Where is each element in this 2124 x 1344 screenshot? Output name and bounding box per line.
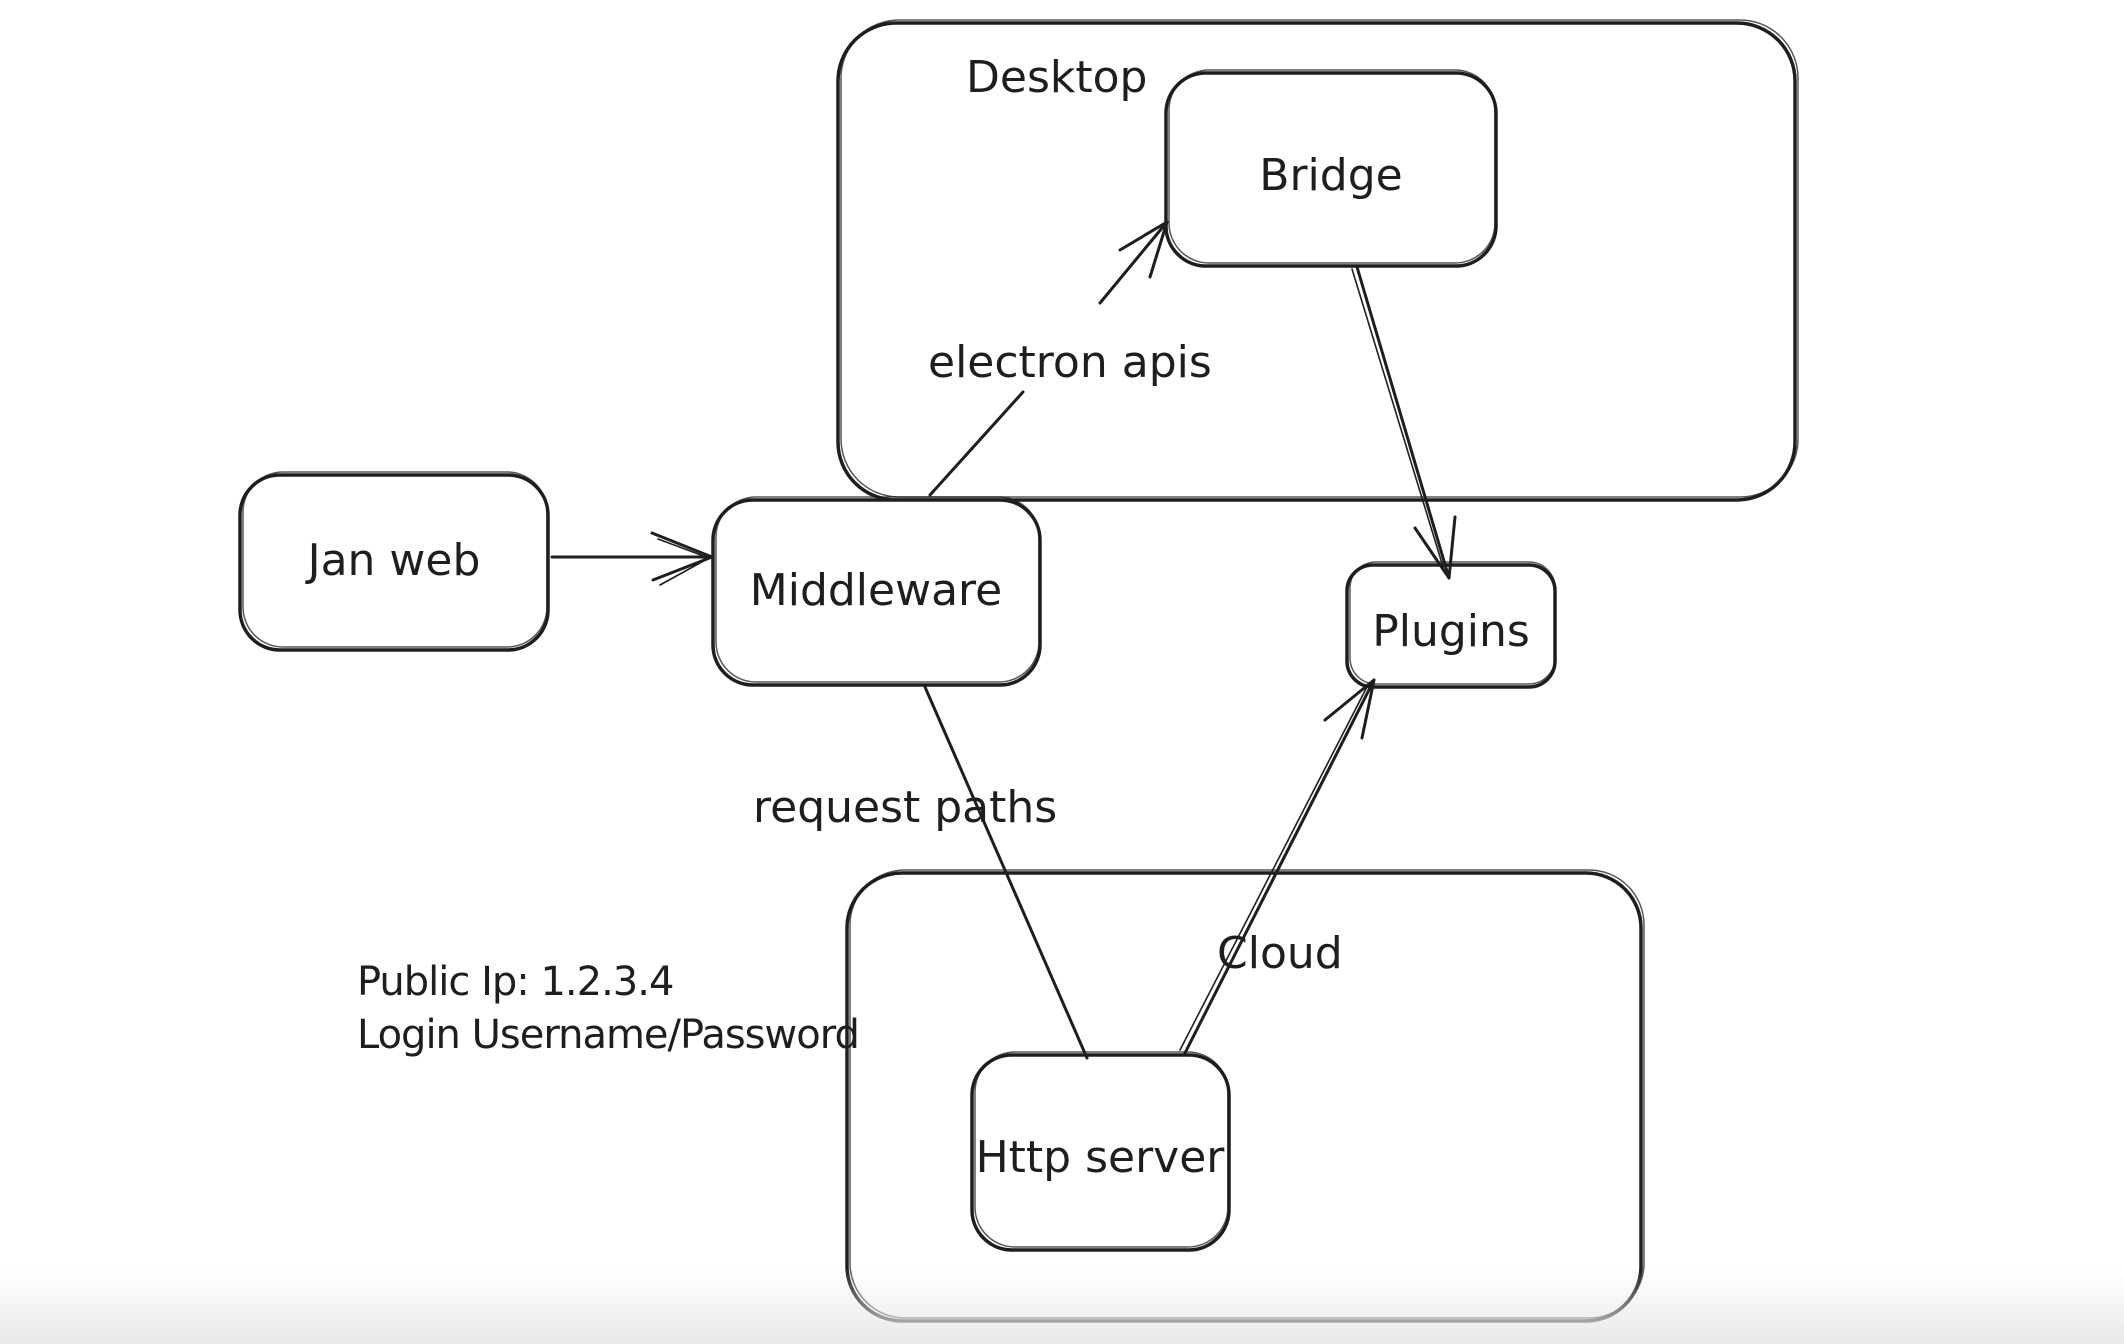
edge-label-electron-apis: electron apis — [928, 337, 1212, 388]
middleware-sketch-echo — [715, 496, 1040, 683]
edge-http-server-to-plugins-line-echo — [1179, 682, 1370, 1051]
edge-http-server-to-plugins-arrowhead — [1323, 678, 1376, 740]
plugins-sketch-echo — [1349, 561, 1556, 685]
node-jan-web[interactable] — [238, 471, 550, 652]
edge-jan-web-to-middleware[interactable] — [550, 531, 714, 586]
edge-bridge-to-plugins[interactable] — [1351, 265, 1457, 580]
edge-middleware-to-bridge-line-lower[interactable] — [928, 390, 1025, 497]
http-server-shape[interactable] — [970, 1053, 1231, 1252]
edge-middleware-to-bridge-arrowhead — [1118, 220, 1169, 279]
edge-middleware-to-http-server-line[interactable] — [923, 685, 1089, 1060]
middleware-label: Middleware — [750, 565, 1002, 616]
jan-web-label: Jan web — [305, 535, 481, 586]
edge-jan-web-to-middleware-arrowhead-echo — [657, 538, 710, 586]
jan-web-shape[interactable] — [238, 473, 550, 652]
bridge-shape[interactable] — [1164, 71, 1498, 268]
bridge-label: Bridge — [1259, 150, 1402, 201]
edge-middleware-to-bridge[interactable] — [928, 220, 1169, 497]
node-bridge[interactable] — [1164, 69, 1498, 268]
edge-http-server-to-plugins-line[interactable] — [1183, 678, 1376, 1055]
node-middleware[interactable] — [711, 496, 1042, 687]
bridge-sketch-echo — [1168, 69, 1496, 264]
desktop-container-sketch-echo — [840, 19, 1799, 498]
annotation-login: Login Username/Password — [357, 1012, 859, 1058]
middleware-shape[interactable] — [711, 498, 1042, 687]
desktop-container-label: Desktop — [966, 52, 1147, 103]
edge-bridge-to-plugins-line-echo — [1351, 268, 1445, 571]
plugins-label: Plugins — [1372, 606, 1530, 657]
http-server-sketch-echo — [974, 1051, 1229, 1248]
edge-label-request-paths: request paths — [753, 782, 1057, 833]
jan-web-sketch-echo — [242, 471, 548, 648]
edge-bridge-to-plugins-arrowhead — [1413, 515, 1457, 580]
cloud-container-label: Cloud — [1217, 928, 1343, 979]
edge-http-server-to-plugins[interactable] — [1179, 678, 1376, 1055]
edge-middleware-to-http-server[interactable] — [923, 685, 1089, 1060]
annotation-public-ip: Public Ip: 1.2.3.4 — [357, 959, 673, 1005]
edge-middleware-to-bridge-line-upper[interactable] — [1098, 220, 1169, 305]
node-http-server[interactable] — [970, 1051, 1231, 1252]
edge-bridge-to-plugins-line[interactable] — [1355, 265, 1451, 580]
edge-jan-web-to-middleware-arrowhead — [650, 531, 714, 582]
http-server-label: Http server — [976, 1132, 1226, 1183]
